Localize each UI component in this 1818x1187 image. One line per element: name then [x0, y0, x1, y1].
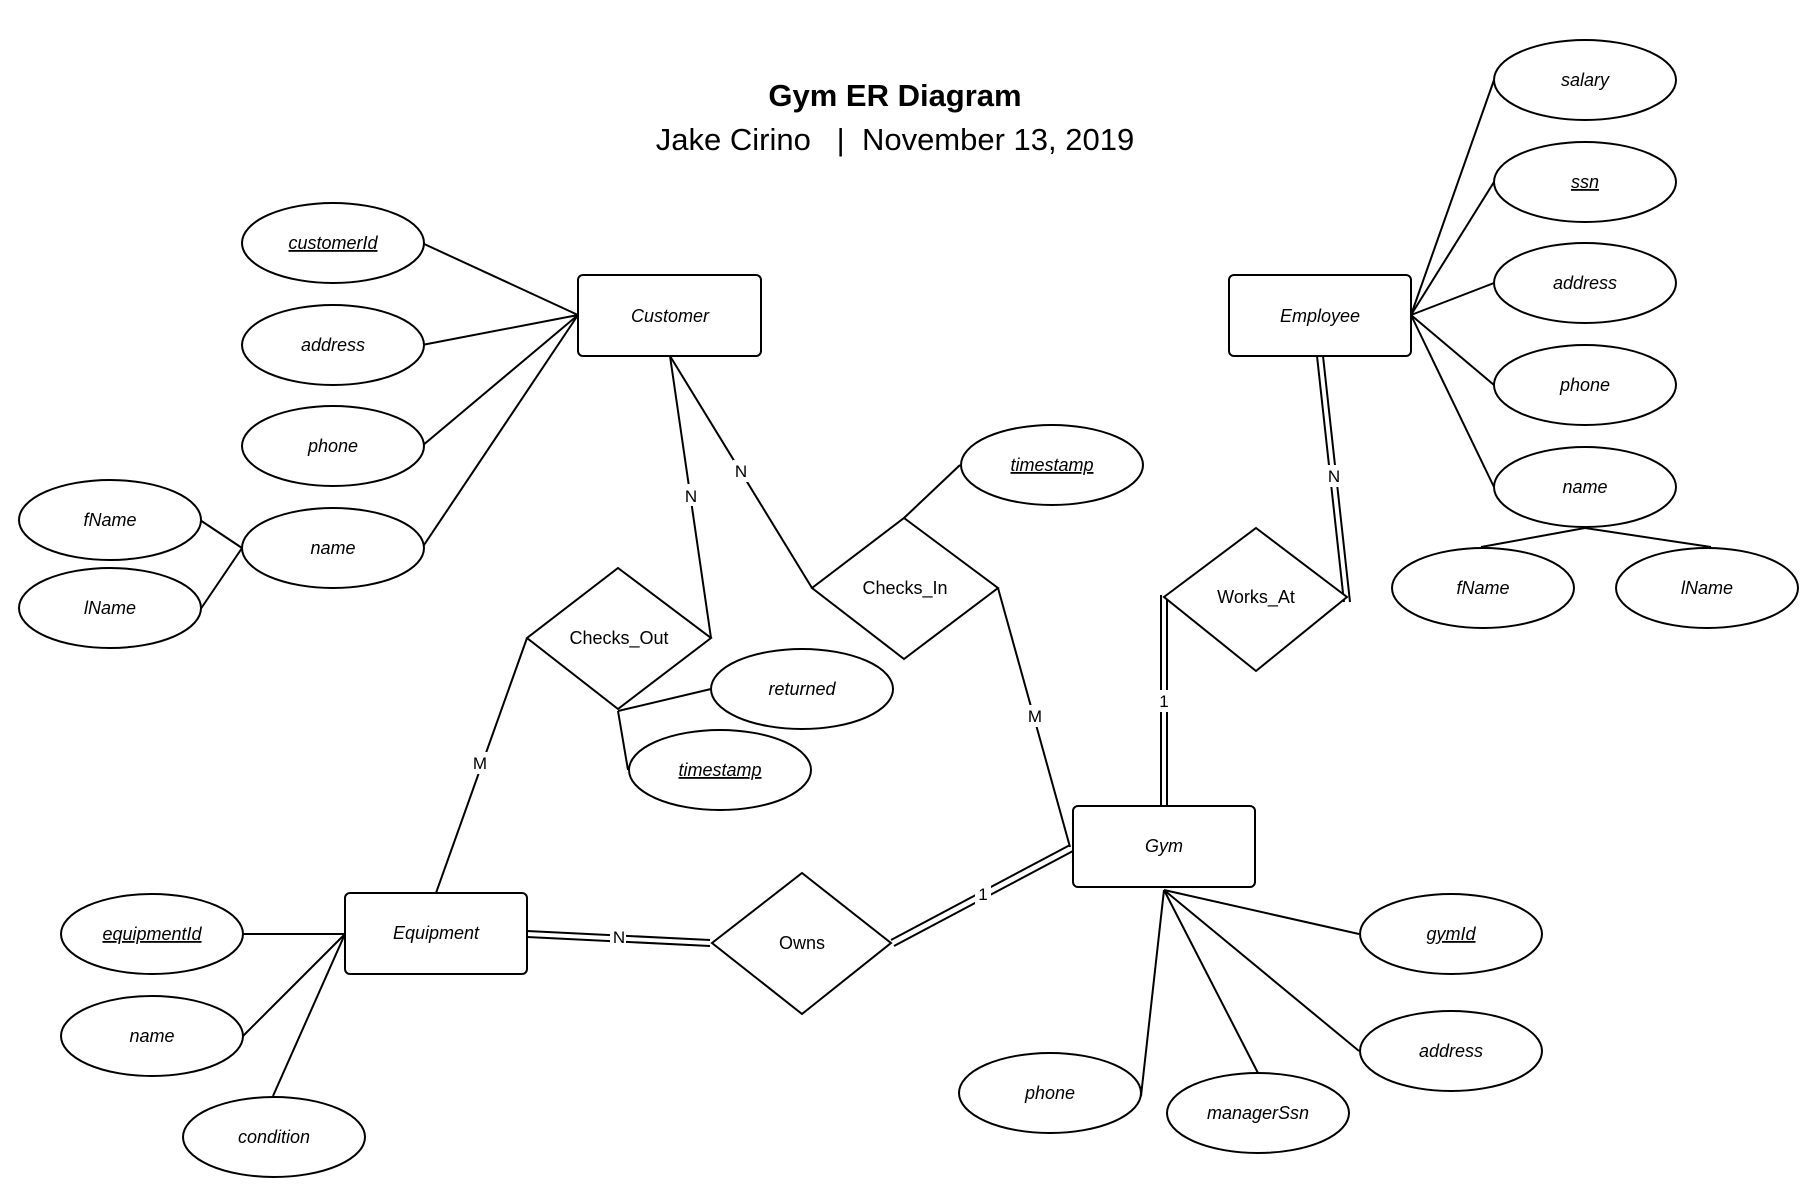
connector-checks-out-timestamp — [617, 710, 629, 771]
attribute-gym-address[interactable]: address — [1359, 1010, 1543, 1092]
relationship-checks-out[interactable]: Checks_Out — [525, 566, 713, 711]
attribute-checks-in-timestamp-label: timestamp — [1010, 455, 1093, 475]
cardinality-gym-checks-in: M — [1028, 707, 1042, 726]
attribute-customer-address[interactable]: address — [241, 304, 425, 386]
attribute-customer-id[interactable]: customerId — [241, 202, 425, 284]
diagram-title: Gym ER Diagram — [768, 78, 1022, 113]
entity-customer-label: Customer — [631, 306, 710, 326]
attribute-employee-lname[interactable]: lName — [1615, 547, 1799, 629]
relationship-owns-label: Owns — [779, 933, 825, 953]
connector-equipment-condition — [272, 933, 346, 1097]
relationship-checks-in-label: Checks_In — [862, 578, 947, 599]
relationship-owns[interactable]: Owns — [710, 871, 893, 1016]
connector-employee-ssn — [1410, 181, 1495, 316]
attribute-employee-address[interactable]: address — [1493, 242, 1677, 324]
entity-customer[interactable]: Customer — [577, 274, 762, 357]
attribute-equipment-name[interactable]: name — [60, 995, 244, 1077]
attribute-customer-phone[interactable]: phone — [241, 405, 425, 487]
attribute-employee-salary[interactable]: salary — [1493, 39, 1677, 121]
attribute-employee-salary-label: salary — [1561, 70, 1610, 90]
attribute-checks-out-timestamp[interactable]: timestamp — [628, 729, 812, 811]
attribute-employee-fname-label: fName — [1456, 578, 1509, 598]
attribute-employee-ssn[interactable]: ssn — [1493, 141, 1677, 223]
connector-checks-in-timestamp — [903, 464, 961, 519]
attribute-customer-phone-label: phone — [307, 436, 358, 456]
relationship-checks-out-label: Checks_Out — [569, 628, 668, 649]
attribute-gym-phone-label: phone — [1024, 1083, 1075, 1103]
entity-gym-label: Gym — [1145, 836, 1183, 856]
attribute-customer-address-label: address — [301, 335, 365, 355]
attribute-employee-address-label: address — [1553, 273, 1617, 293]
attribute-gym-manager-ssn[interactable]: managerSsn — [1166, 1072, 1350, 1154]
connector-name-lname — [199, 547, 243, 611]
connector-customer-address — [421, 314, 579, 346]
cardinality-gym-works-at: 1 — [1159, 692, 1168, 711]
attribute-equipment-condition[interactable]: condition — [182, 1096, 366, 1178]
cardinality-equipment-owns: N — [613, 928, 625, 947]
entity-equipment[interactable]: Equipment — [344, 892, 528, 975]
connector-employee-name-lname — [1584, 527, 1712, 548]
cardinality-customer-checks-out: N — [685, 487, 697, 506]
cardinality-equipment-checks-out: M — [473, 754, 487, 773]
entity-equipment-label: Equipment — [393, 923, 480, 943]
relationship-checks-in[interactable]: Checks_In — [810, 516, 1000, 661]
attribute-customer-id-label: customerId — [288, 233, 378, 253]
connector-employee-phone — [1410, 314, 1495, 386]
attribute-equipment-name-label: name — [129, 1026, 174, 1046]
attribute-customer-lname-label: lName — [84, 598, 136, 618]
connector-equipment-name — [242, 933, 346, 1037]
relationship-works-at-label: Works_At — [1217, 587, 1295, 608]
entity-employee-label: Employee — [1280, 306, 1360, 326]
connector-employee-name-fname — [1480, 527, 1586, 548]
connector-employee-salary — [1410, 79, 1495, 316]
cardinality-customer-checks-in: N — [735, 462, 747, 481]
attribute-checks-in-timestamp[interactable]: timestamp — [960, 424, 1144, 506]
attribute-customer-name-label: name — [310, 538, 355, 558]
attribute-checks-out-timestamp-label: timestamp — [678, 760, 761, 780]
attribute-gym-address-label: address — [1419, 1041, 1483, 1061]
attribute-employee-name-label: name — [1562, 477, 1607, 497]
connector-customer-customerid — [421, 242, 579, 316]
attribute-employee-name[interactable]: name — [1493, 446, 1677, 528]
cardinality-labels: N N N 1 M M N 1 — [470, 460, 1341, 948]
connector-customer-phone — [421, 314, 579, 447]
connector-checks-out-returned — [617, 688, 712, 712]
entity-employee[interactable]: Employee — [1228, 274, 1412, 357]
connector-customer-name — [421, 314, 579, 549]
entity-gym[interactable]: Gym — [1072, 805, 1256, 888]
relationship-works-at[interactable]: Works_At — [1162, 526, 1349, 673]
attribute-gym-id-label: gymId — [1426, 924, 1476, 944]
attribute-employee-phone[interactable]: phone — [1493, 344, 1677, 426]
attribute-gym-id[interactable]: gymId — [1359, 893, 1543, 975]
cardinality-gym-owns: 1 — [978, 885, 987, 904]
attribute-equipment-id[interactable]: equipmentId — [60, 893, 244, 975]
connector-gym-manager — [1163, 889, 1259, 1074]
connector-gym-phone — [1140, 889, 1165, 1097]
connector-gym-gymid — [1163, 889, 1360, 935]
connector-name-fname — [199, 519, 243, 549]
attribute-gym-phone[interactable]: phone — [958, 1052, 1142, 1134]
attribute-customer-lname[interactable]: lName — [18, 567, 202, 649]
attribute-customer-fname[interactable]: fName — [18, 479, 202, 561]
connector-gym-address — [1163, 889, 1360, 1052]
attribute-employee-lname-label: lName — [1681, 578, 1733, 598]
attribute-customer-fname-label: fName — [83, 510, 136, 530]
diagram-subtitle: Jake Cirino | November 13, 2019 — [655, 122, 1135, 157]
connector-employee-name — [1410, 314, 1495, 488]
attribute-equipment-condition-label: condition — [238, 1127, 310, 1147]
attribute-gym-manager-ssn-label: managerSsn — [1207, 1103, 1309, 1123]
attribute-checks-out-returned-label: returned — [768, 679, 836, 699]
connector-employee-address — [1410, 282, 1495, 316]
attribute-employee-phone-label: phone — [1559, 375, 1610, 395]
attribute-equipment-id-label: equipmentId — [102, 924, 202, 944]
attribute-customer-name[interactable]: name — [241, 507, 425, 589]
attribute-employee-ssn-label: ssn — [1571, 172, 1599, 192]
attribute-checks-out-returned[interactable]: returned — [710, 648, 894, 730]
cardinality-employee-works-at: N — [1328, 467, 1340, 486]
attribute-employee-fname[interactable]: fName — [1391, 547, 1575, 629]
